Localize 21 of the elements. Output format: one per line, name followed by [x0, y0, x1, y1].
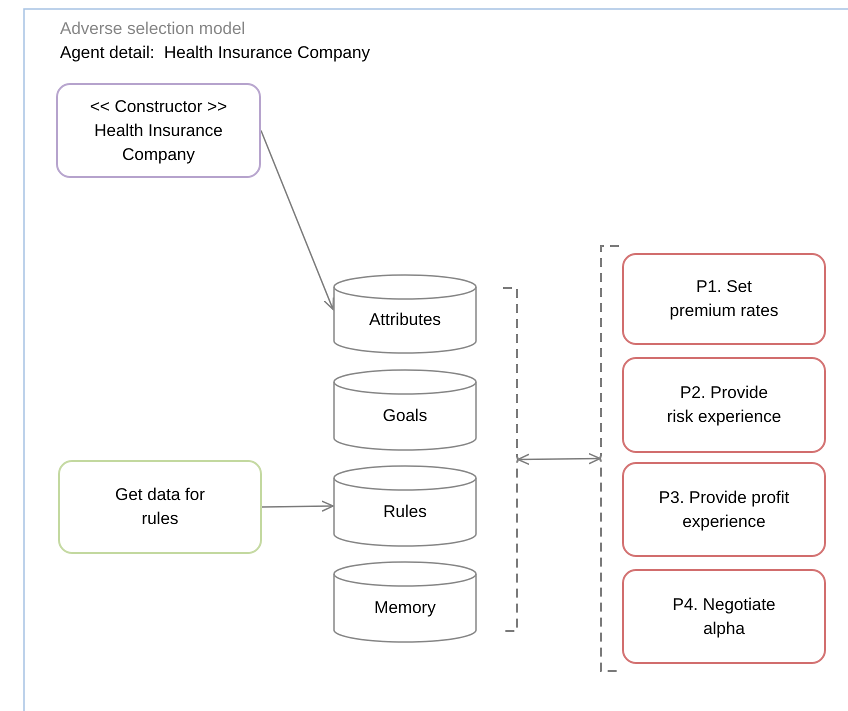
node-label: P1. Set premium rates — [668, 276, 780, 322]
process-box — [622, 253, 826, 345]
subtitle: Agent detail: Health Insurance Company — [60, 43, 370, 63]
process-box — [622, 462, 826, 557]
diagram-title: Adverse selection model — [60, 19, 246, 39]
node-label: Get data for rules — [114, 484, 206, 530]
arrow — [517, 452, 601, 466]
process-box — [58, 460, 262, 554]
node-label: P4. Negotiate alpha — [671, 594, 776, 640]
arrow — [262, 500, 334, 512]
node-label: P2. Provide risk experience — [666, 382, 782, 428]
process-box — [622, 357, 826, 453]
node-label: Rules — [383, 501, 427, 523]
node-label: << Constructor >> Health Insurance Company — [88, 96, 228, 166]
node-label: Memory — [374, 597, 436, 619]
process-box — [56, 83, 261, 178]
node-label: Goals — [382, 405, 428, 427]
arrow — [260, 130, 334, 310]
process-box — [622, 569, 826, 664]
node-label: Attributes — [369, 309, 441, 331]
node-label: P3. Provide profit experience — [658, 486, 790, 532]
